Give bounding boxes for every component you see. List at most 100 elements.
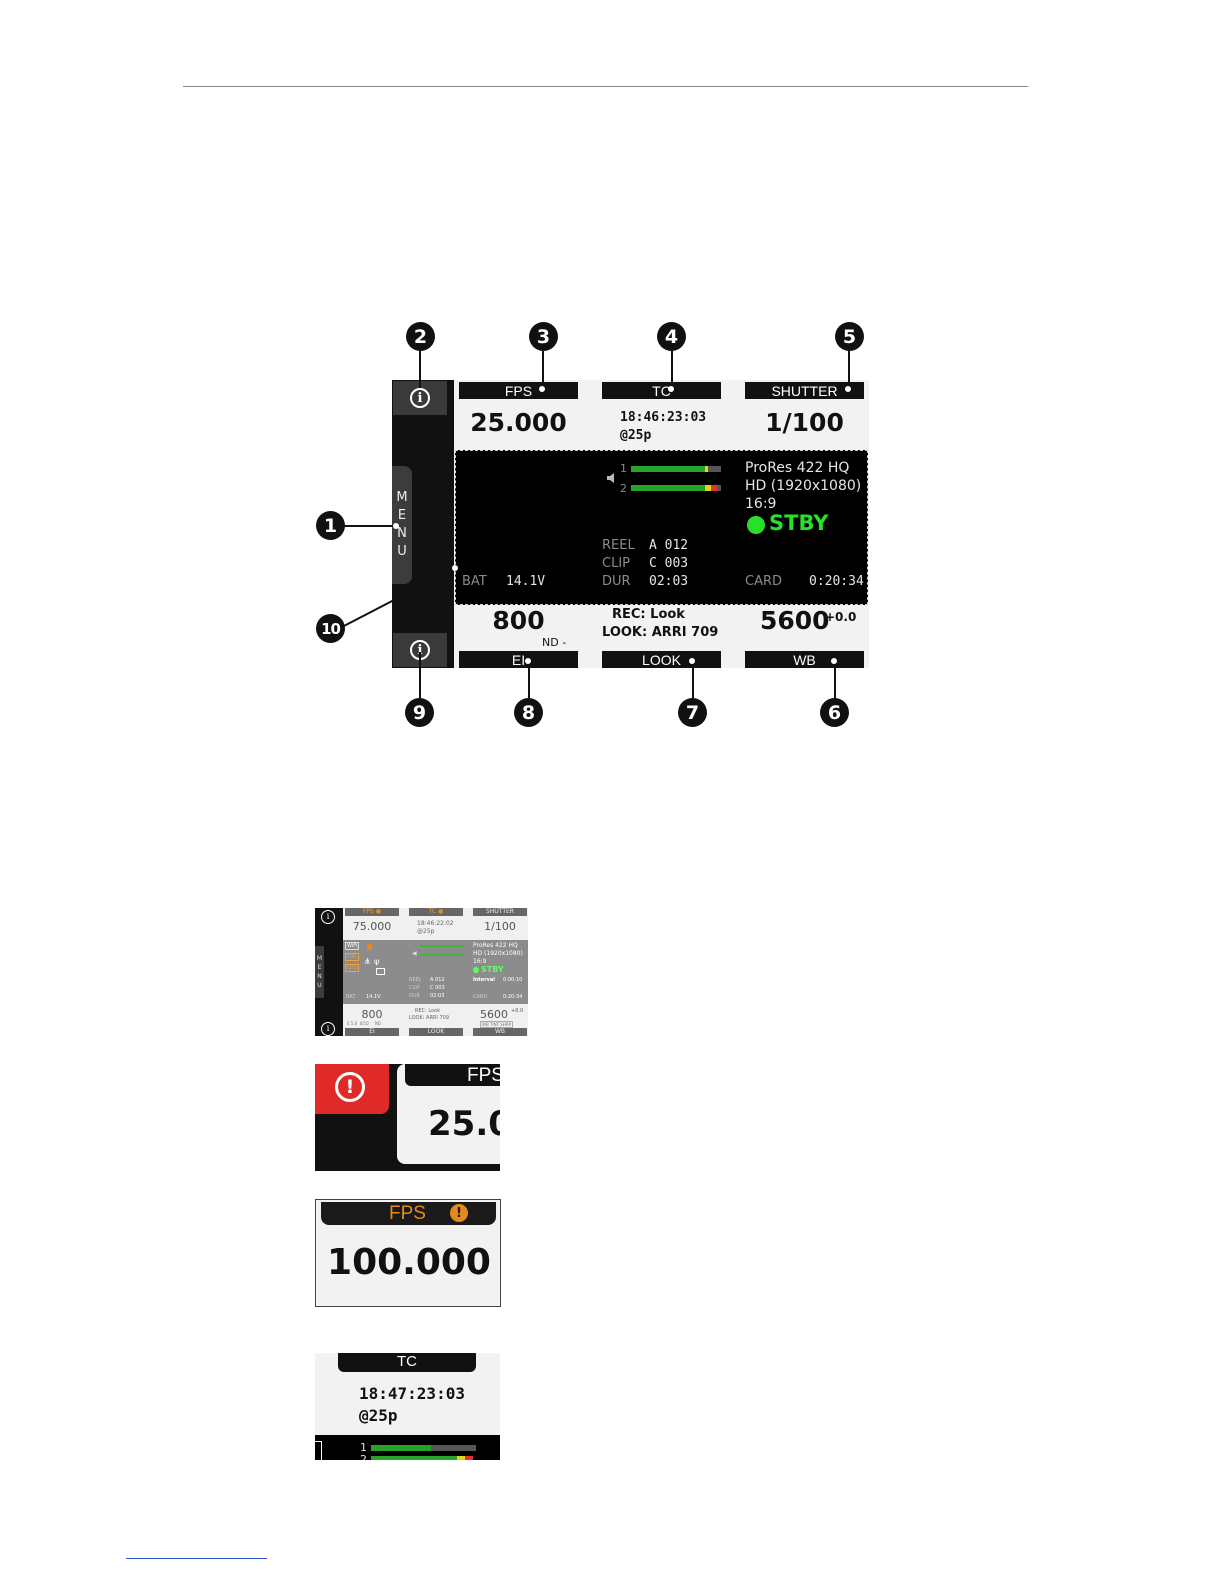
tc-tab-label: TC bbox=[652, 382, 671, 399]
tc-rate: @25p bbox=[417, 928, 435, 935]
tc-tab[interactable] bbox=[338, 1353, 476, 1372]
leader-line bbox=[542, 351, 544, 388]
thumbnail-home-screen: i i M E N U FPS ● TC ● SHUTTER 75.000 18… bbox=[315, 908, 528, 1036]
shutter-tab[interactable]: SHUTTER bbox=[745, 382, 864, 399]
callout-8: 8 bbox=[514, 698, 543, 727]
callout-5: 5 bbox=[835, 322, 864, 351]
shutter-tab-label: SHUTTER bbox=[486, 908, 514, 915]
ei-value[interactable]: 800 bbox=[492, 606, 545, 635]
look-name[interactable]: LOOK: ARRI 709 bbox=[409, 1015, 450, 1021]
callout-1: 1 bbox=[316, 511, 345, 540]
wifi-badge: WiFi bbox=[345, 942, 360, 950]
top-rule bbox=[183, 86, 1028, 87]
fps-tab-label: FPS bbox=[362, 908, 374, 915]
aspect-text: 16:9 bbox=[473, 958, 487, 965]
tc-tab-label: TC bbox=[428, 908, 437, 915]
interval-value: 0:00:10 bbox=[503, 977, 523, 983]
info-circle-icon[interactable]: i bbox=[321, 910, 335, 924]
bat-label: BAT bbox=[346, 994, 356, 1000]
rec-look: REC: Look bbox=[415, 1008, 441, 1014]
fps-value[interactable]: 25.0 bbox=[428, 1104, 500, 1144]
menu-tab[interactable]: M E N U bbox=[392, 466, 412, 584]
status-area[interactable] bbox=[455, 450, 868, 605]
audio-meter-ch1 bbox=[631, 466, 721, 472]
menu-tab-edge bbox=[315, 1441, 322, 1460]
info-circle-icon: i bbox=[410, 388, 430, 408]
status-area[interactable] bbox=[343, 940, 528, 1004]
menu-letter: U bbox=[317, 982, 322, 989]
menu-letter: N bbox=[317, 973, 322, 980]
shutter-tab[interactable]: SHUTTER bbox=[473, 908, 527, 916]
tc-tab[interactable]: TC bbox=[602, 382, 721, 399]
reel-value: A 012 bbox=[649, 538, 689, 553]
fps-tab-label: FPS bbox=[504, 382, 533, 399]
menu-letter: E bbox=[397, 508, 407, 523]
info-circle-icon[interactable]: i bbox=[321, 1022, 335, 1036]
wb-tab[interactable]: WB bbox=[745, 651, 864, 668]
ei-tab[interactable]: EI bbox=[345, 1028, 399, 1036]
leader-dot bbox=[525, 658, 531, 664]
tc-tab[interactable]: TC ● bbox=[409, 908, 463, 916]
speaker-icon bbox=[607, 473, 614, 483]
look-tab-label: LOOK bbox=[642, 651, 681, 668]
leader-dot bbox=[689, 658, 695, 664]
tc-tab-label: TC bbox=[397, 1353, 417, 1370]
wb-tint: +0.0 bbox=[511, 1008, 524, 1014]
reel-label: REEL bbox=[409, 977, 422, 983]
tc-time[interactable]: 18:46:23:03 bbox=[620, 410, 707, 425]
card-label: CARD bbox=[745, 574, 783, 589]
menu-letter: M bbox=[396, 490, 408, 505]
look-name[interactable]: LOOK: ARRI 709 bbox=[602, 625, 719, 640]
fps-value[interactable]: 100.000 bbox=[327, 1242, 491, 1283]
lds-badge: LDS bbox=[345, 964, 359, 972]
callout-10: 10 bbox=[316, 614, 345, 643]
card-label: CARD bbox=[473, 994, 488, 1000]
dur-value: 02:03 bbox=[430, 993, 445, 999]
tc-rate: @25p bbox=[620, 428, 652, 443]
network-icon: ⋔ bbox=[364, 957, 371, 966]
clip-label: CLIP bbox=[602, 556, 630, 571]
ei-sub: E 5.6 0/10 ND bbox=[347, 1021, 382, 1026]
shutter-value[interactable]: 1/100 bbox=[765, 408, 844, 437]
callout-6: 6 bbox=[820, 698, 849, 727]
fps-value[interactable]: 25.000 bbox=[470, 408, 567, 437]
usb-icon: ψ bbox=[374, 957, 380, 966]
wb-value[interactable]: 5600 bbox=[760, 606, 830, 635]
callout-4: 4 bbox=[657, 322, 686, 351]
resolution-text: HD (1920x1080) bbox=[745, 478, 862, 494]
clip-value: C 003 bbox=[430, 985, 445, 991]
shutter-value[interactable]: 1/100 bbox=[484, 920, 516, 933]
look-tab[interactable]: LOOK bbox=[602, 651, 721, 668]
leader-line bbox=[341, 568, 455, 628]
audio-ch1-label: 1 bbox=[360, 1441, 367, 1454]
ei-tab[interactable]: EI bbox=[459, 651, 578, 668]
warning-icon: ! bbox=[335, 1072, 365, 1102]
fps-value[interactable]: 75.000 bbox=[352, 920, 392, 933]
wb-tab[interactable]: WB bbox=[473, 1028, 527, 1036]
codec-text: ProRes 422 HQ bbox=[745, 460, 850, 476]
bat-value: 14.1V bbox=[506, 574, 546, 589]
stby-indicator-icon bbox=[473, 967, 479, 973]
ei-value[interactable]: 800 bbox=[361, 1008, 383, 1021]
audio-meter-ch2 bbox=[371, 1456, 476, 1460]
wb-value[interactable]: 5600 bbox=[480, 1008, 508, 1021]
dur-label: DUR bbox=[602, 574, 631, 589]
leader-line bbox=[419, 652, 421, 698]
stby-status: STBY bbox=[769, 511, 829, 535]
stby-status: STBY bbox=[481, 965, 504, 974]
look-tab[interactable]: LOOK bbox=[409, 1028, 463, 1036]
menu-letter: U bbox=[397, 544, 407, 559]
menu-tab[interactable]: M E N U bbox=[315, 946, 324, 998]
thumbnail-tc: TC 18:47:23:03 @25p 1 2 bbox=[315, 1353, 500, 1460]
menu-letter: N bbox=[397, 526, 407, 541]
leader-dot bbox=[452, 565, 458, 571]
info-button-top[interactable]: i bbox=[393, 381, 447, 415]
battery-warning-icon bbox=[367, 944, 372, 950]
tc-time[interactable]: 18:47:23:03 bbox=[359, 1384, 465, 1403]
fps-tab[interactable]: FPS ● bbox=[345, 908, 399, 916]
menu-letter: E bbox=[317, 964, 322, 971]
fps-tab[interactable] bbox=[405, 1064, 500, 1086]
thumbnail-warning-button: ! FPS 25.0 bbox=[315, 1064, 500, 1171]
tc-time: 18:46:22:02 bbox=[417, 920, 454, 927]
fps-tab[interactable]: FPS bbox=[459, 382, 578, 399]
